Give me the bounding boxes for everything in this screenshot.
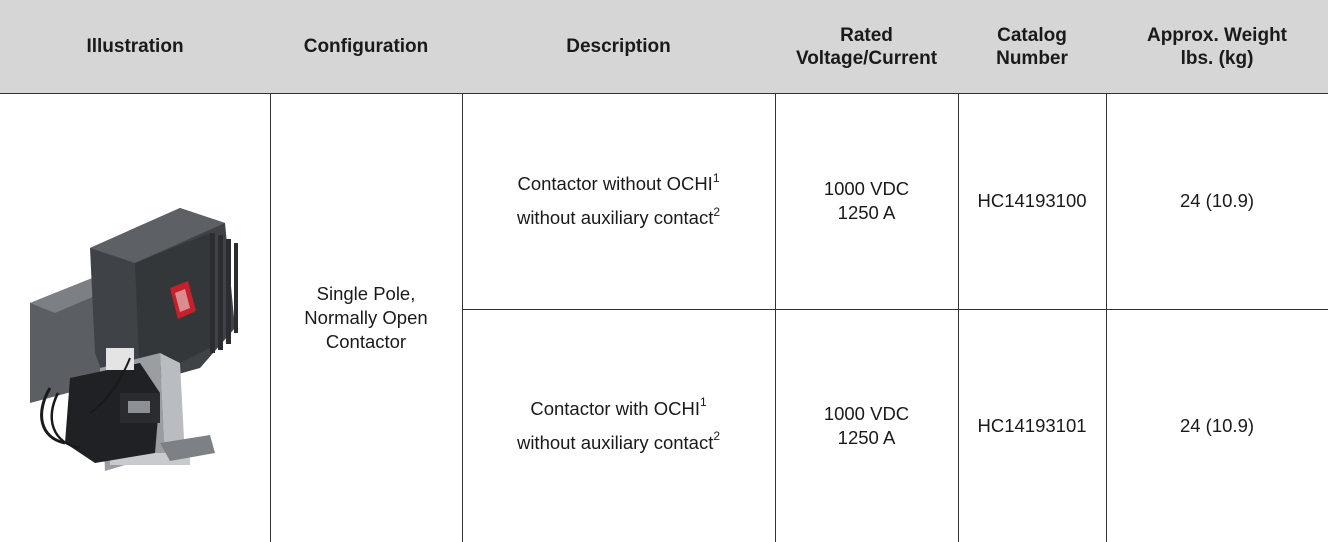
- row-2-description: Contactor with OCHI1 without auxiliary c…: [516, 395, 721, 453]
- col-divider-1: [270, 93, 271, 542]
- illustration-cell: [0, 93, 270, 542]
- configuration-cell: Single Pole, Normally Open Contactor: [304, 282, 428, 352]
- row-2-weight: 24 (10.9): [1179, 414, 1255, 436]
- row-1-description: Contactor without OCHI1 without auxiliar…: [516, 170, 721, 228]
- header-divider: [0, 93, 1328, 94]
- col-divider-5: [1106, 93, 1107, 542]
- header-configuration: Configuration: [303, 36, 429, 57]
- header-row: [0, 0, 1328, 93]
- col-divider-3: [775, 93, 776, 542]
- header-weight: Approx. Weight lbs. (kg): [1146, 24, 1288, 69]
- col-divider-4: [958, 93, 959, 542]
- header-illustration: Illustration: [86, 36, 184, 57]
- row-divider: [462, 309, 1328, 310]
- row-2-rated: 1000 VDC 1250 A: [823, 402, 910, 448]
- header-description: Description: [566, 36, 671, 57]
- header-catalog: Catalog Number: [996, 24, 1068, 69]
- row-2-catalog: HC14193101: [977, 414, 1087, 436]
- col-divider-2: [462, 93, 463, 542]
- row-1-weight: 24 (10.9): [1179, 190, 1255, 211]
- header-rated: Rated Voltage/Current: [795, 24, 938, 69]
- row-1-rated: 1000 VDC 1250 A: [823, 178, 910, 223]
- contactor-illustration: [30, 207, 238, 471]
- row-1-catalog: HC14193100: [977, 190, 1087, 211]
